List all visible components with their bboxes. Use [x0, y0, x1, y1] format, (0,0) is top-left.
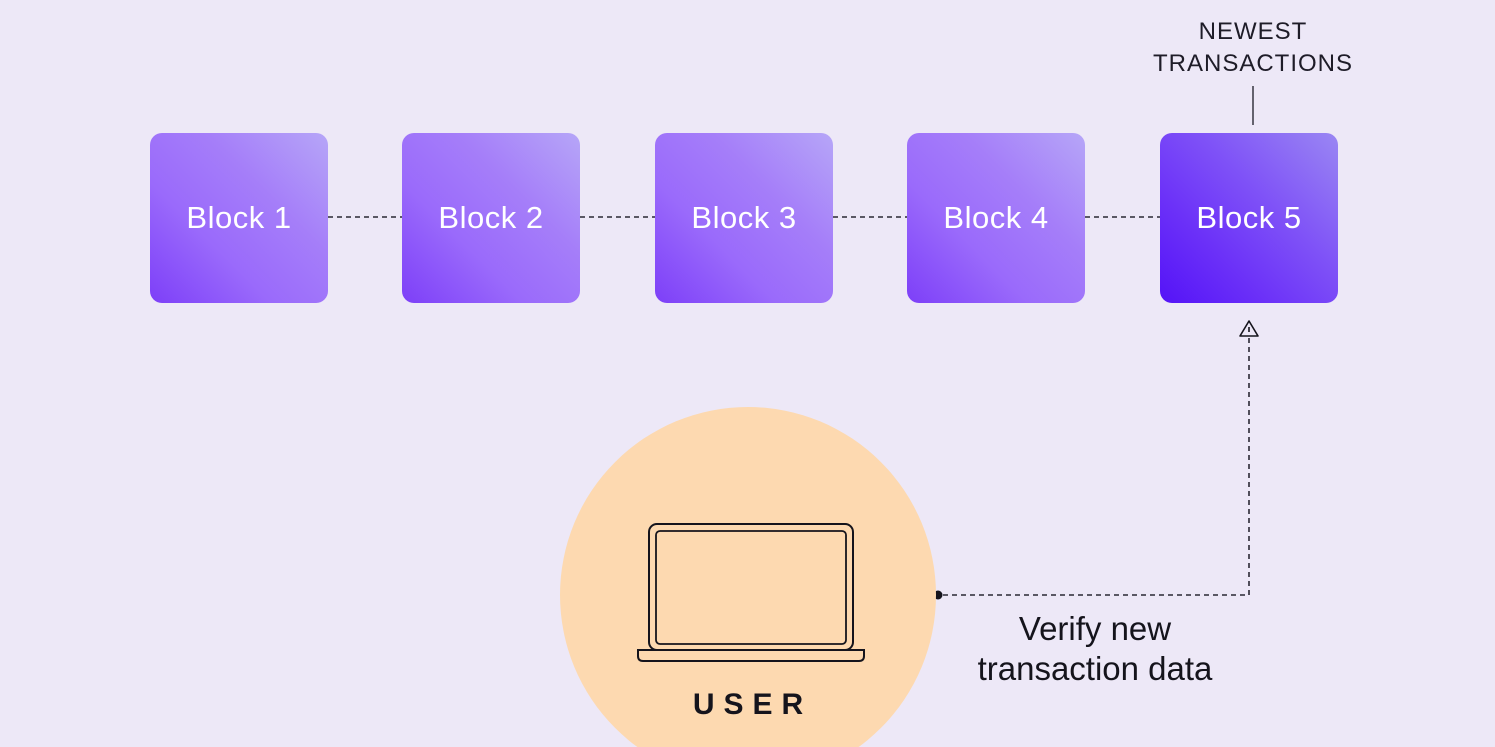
laptop-icon — [637, 523, 865, 662]
block-3-label: Block 3 — [691, 200, 797, 235]
block-2-label: Block 2 — [438, 200, 544, 235]
verify-path — [943, 338, 1250, 596]
block-3: Block 3 — [655, 133, 833, 303]
block-4: Block 4 — [907, 133, 1085, 303]
block-5-label: Block 5 — [1196, 200, 1302, 235]
block-2: Block 2 — [402, 133, 580, 303]
verify-transaction-label: Verify new transaction data — [977, 610, 1213, 687]
newest-transactions-label: NEWEST TRANSACTIONS — [1152, 18, 1353, 77]
block-4-label: Block 4 — [943, 200, 1049, 235]
user-label: USER — [692, 688, 813, 721]
block-5-newest: Block 5 — [1160, 133, 1338, 303]
triangle-arrow-icon — [1239, 320, 1259, 337]
user-node — [560, 407, 936, 747]
block-1-label: Block 1 — [186, 200, 292, 235]
block-1: Block 1 — [150, 133, 328, 303]
